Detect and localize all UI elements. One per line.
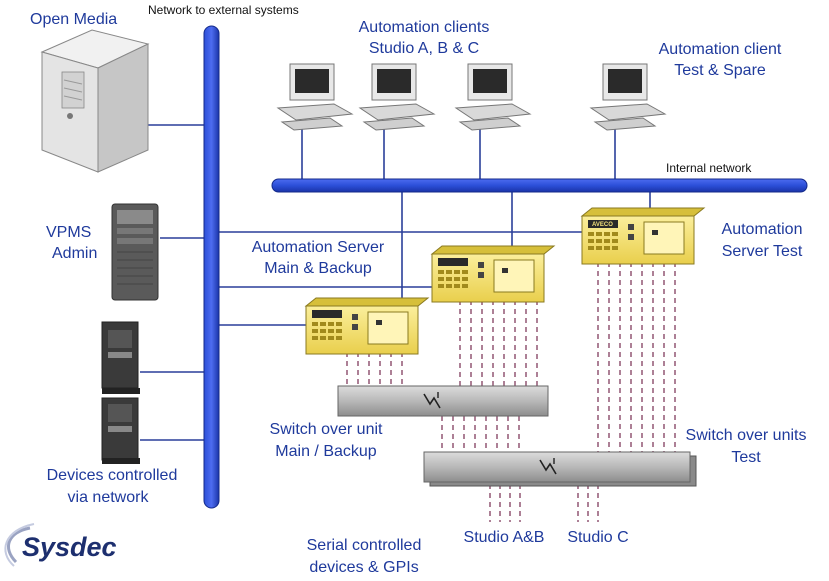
automation-server-backup-icon — [430, 245, 556, 303]
serial-controlled-label: Serial controlled — [307, 537, 422, 554]
rack-brand-text: AVECO — [592, 222, 613, 228]
automation-client-test-label: Automation client — [659, 41, 782, 58]
switch-over-units-label: Switch over units — [686, 427, 807, 444]
serial-lines-studio — [489, 484, 599, 522]
network-device-icon — [101, 397, 140, 464]
automation-clients-label: Automation clients — [359, 19, 490, 36]
automation-server-test-icon: AVECO — [580, 207, 706, 265]
internal-network-label: Internal network — [666, 161, 752, 175]
via-network-label: via network — [68, 489, 150, 506]
test-spare-label: Test & Spare — [674, 62, 766, 79]
open-media-server-icon — [40, 29, 150, 173]
sysdec-logo: Sysdec — [4, 523, 117, 567]
automation-server-label: Automation Server — [252, 239, 385, 256]
main-slash-backup-label: Main / Backup — [275, 443, 376, 460]
admin-label: Admin — [52, 245, 97, 262]
client-workstation-icon — [358, 63, 436, 131]
client-workstation-icon — [589, 63, 667, 131]
main-backup-label: Main & Backup — [264, 260, 372, 277]
serial-lines-main — [346, 300, 538, 452]
open-media-label: Open Media — [30, 11, 117, 28]
internal-network-bus — [271, 178, 808, 193]
vpms-admin-tower-icon — [111, 203, 159, 301]
studio-ab-label: Studio A&B — [464, 529, 545, 546]
automation-test-label: Automation — [722, 221, 803, 238]
switch-over-unit-main-icon — [337, 385, 549, 417]
serial-lines-test — [597, 262, 676, 452]
vpms-label: VPMS — [46, 224, 91, 241]
server-test-label: Server Test — [722, 243, 803, 260]
sysdec-logo-text: Sysdec — [22, 532, 117, 562]
network-external-label: Network to external systems — [148, 3, 299, 17]
switch-test-label: Test — [731, 449, 761, 466]
network-device-icon — [101, 321, 140, 394]
devices-controlled-label: Devices controlled — [47, 467, 178, 484]
client-workstation-icon — [276, 63, 354, 131]
studio-c-label: Studio C — [567, 529, 628, 546]
switch-over-units-test-icon — [423, 451, 697, 487]
external-network-bus — [203, 25, 220, 509]
studio-abc-label: Studio A, B & C — [369, 40, 479, 57]
switch-over-unit-label: Switch over unit — [270, 421, 383, 438]
automation-server-main-icon — [304, 297, 430, 355]
client-workstation-icon — [454, 63, 532, 131]
devices-gpis-label: devices & GPIs — [309, 559, 418, 576]
